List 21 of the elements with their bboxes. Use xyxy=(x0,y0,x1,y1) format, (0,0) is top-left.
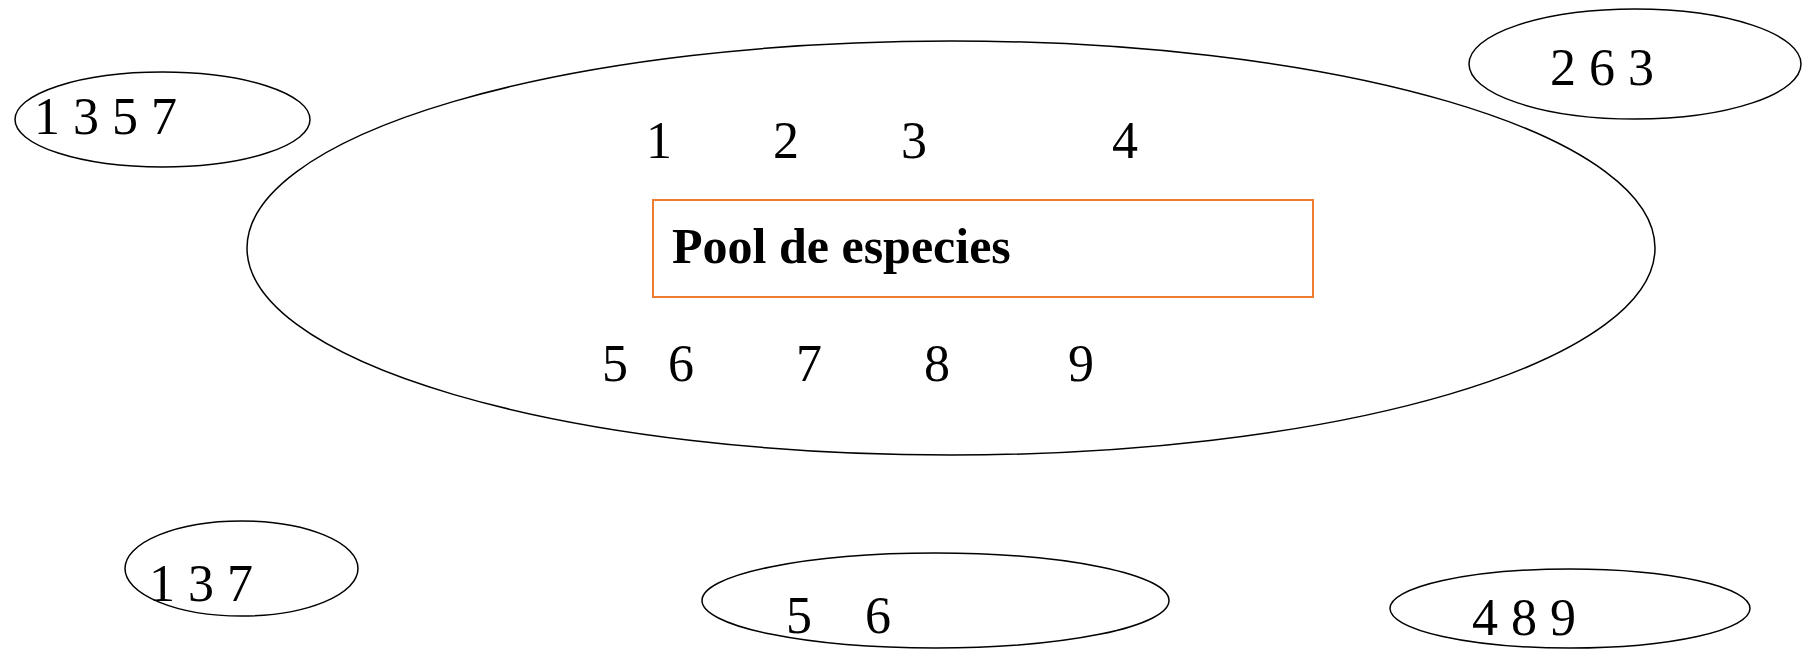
species-number: 4 xyxy=(1112,115,1138,167)
species-number: 1 xyxy=(646,115,672,167)
species-number: 1 3 5 7 xyxy=(34,91,177,143)
species-number: 7 xyxy=(796,338,822,390)
species-number: 8 xyxy=(924,338,950,390)
species-number: 2 xyxy=(773,115,799,167)
species-number: 5 xyxy=(602,338,628,390)
species-number: 1 3 7 xyxy=(149,558,253,610)
ellipse xyxy=(14,71,311,168)
species-number: 6 xyxy=(668,338,694,390)
ellipse xyxy=(1389,568,1751,649)
title-box xyxy=(652,199,1314,298)
species-number: 4 8 9 xyxy=(1472,592,1576,644)
ellipse xyxy=(124,520,359,617)
ellipse xyxy=(701,552,1170,649)
species-number: 5 6 xyxy=(786,590,891,642)
ellipse xyxy=(1468,8,1802,120)
species-number: 2 6 3 xyxy=(1550,42,1654,94)
species-number: 9 xyxy=(1068,338,1094,390)
ellipse xyxy=(246,40,1656,456)
species-number: 3 xyxy=(901,115,927,167)
